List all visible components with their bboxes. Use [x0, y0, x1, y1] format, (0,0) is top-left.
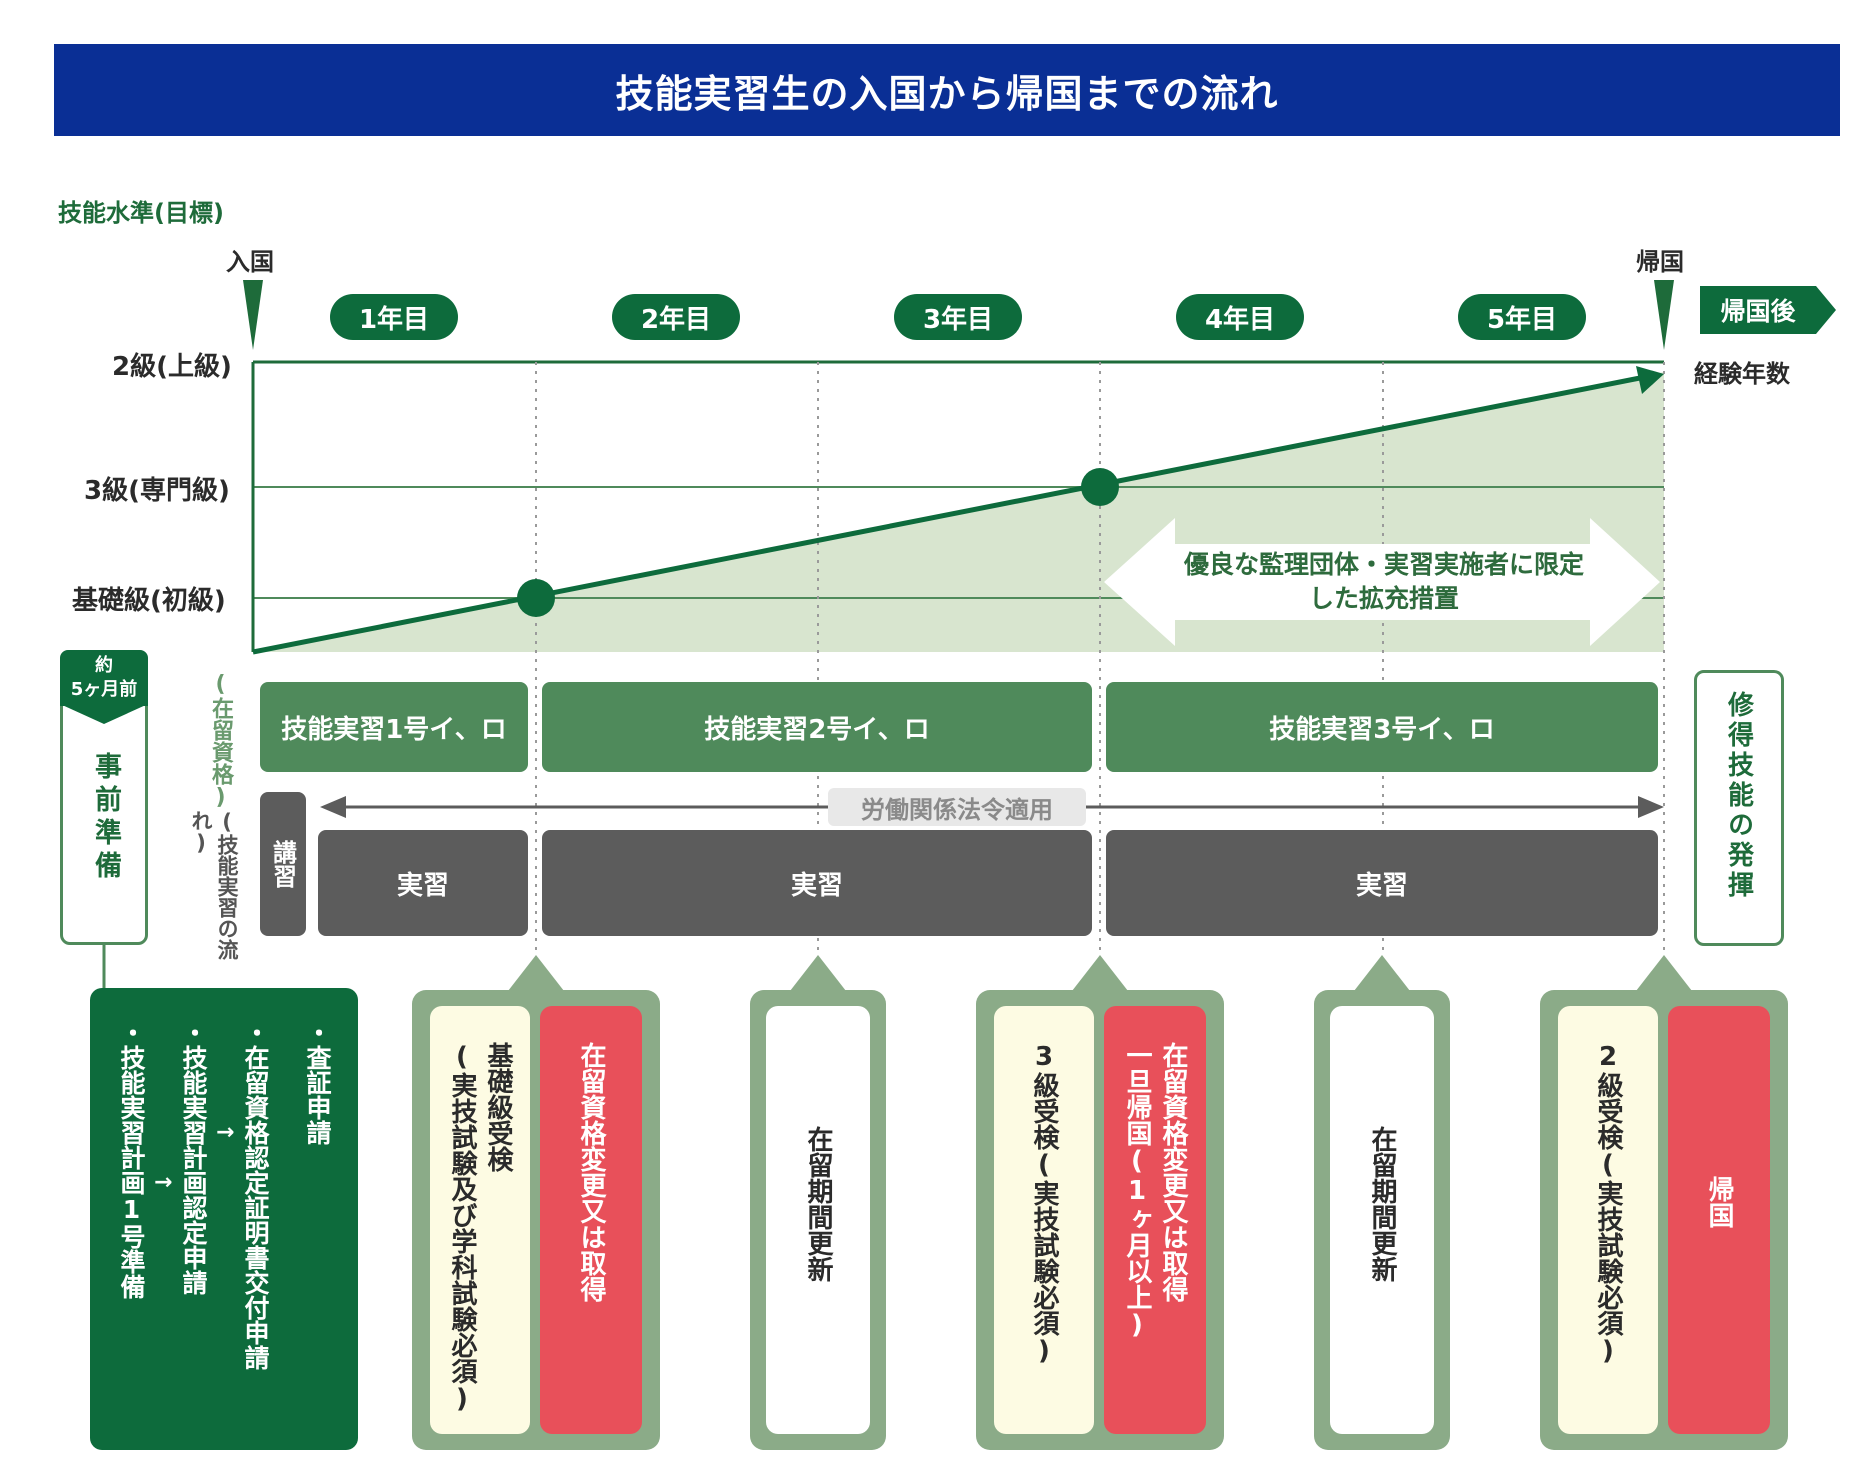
flow-side-label: (技能実習の流れ): [189, 810, 239, 960]
year-pill-3: 3年目: [894, 294, 1022, 340]
card-level2-exam-text: 2級受検(実技試験必須): [1593, 1042, 1623, 1366]
step-4: ・査証申請: [303, 1020, 332, 1145]
year-pill-1: 1年目: [330, 294, 458, 340]
labor-law-left-arrow-icon: [320, 796, 346, 818]
return-marker-icon: [1654, 280, 1674, 350]
card-status-change-1: 在留資格変更又は取得: [540, 1006, 642, 1434]
card-group-4-pointer-icon: [1354, 955, 1410, 991]
lecture-text: 講習: [268, 840, 297, 888]
skill-use-box: 修得技能の発揮: [1694, 670, 1784, 946]
practice-bar-2: 実習: [542, 830, 1092, 936]
card-status-change-2-text: 在留資格変更又は取得 一旦帰国(1ヶ月以上): [1122, 1042, 1188, 1340]
step-arrow-1-icon: →: [154, 1170, 173, 1195]
after-return-arrow-icon: [1700, 286, 1836, 334]
card-renewal-2-text: 在留期間更新: [1367, 1126, 1397, 1282]
skill-level-label: 技能水準(目標): [58, 199, 224, 227]
status-bar-3: 技能実習3号イ、ロ: [1106, 682, 1658, 772]
status-side-label: (在留資格): [208, 672, 233, 810]
step-2: ・技能実習計画認定申請: [179, 1020, 208, 1295]
card-return: 帰国: [1668, 1006, 1770, 1434]
years-experience-label: 経験年数: [1694, 360, 1790, 388]
level-2-label: 2級(上級): [112, 352, 232, 382]
year-pill-4: 4年目: [1176, 294, 1304, 340]
card-renewal-1-text: 在留期間更新: [803, 1126, 833, 1282]
expansion-text: 優良な監理団体・実習実施者に限定した拡充措置: [1183, 550, 1584, 613]
prep-timing-top: 約: [95, 655, 113, 676]
prep-timing-bottom: 5ヶ月前: [70, 679, 138, 700]
card-level3-exam: 3級受検(実技試験必須): [994, 1006, 1094, 1434]
status-bar-2: 技能実習2号イ、ロ: [542, 682, 1092, 772]
level-3-point: [1081, 468, 1119, 506]
entry-label: 入国: [226, 248, 274, 276]
lecture-bar: 講習: [260, 792, 306, 936]
progress-line: [252, 375, 1641, 655]
basic-level-point: [517, 579, 555, 617]
entry-marker-icon: [243, 280, 263, 350]
card-level2-exam: 2級受検(実技試験必須): [1558, 1006, 1658, 1434]
level-3-label: 3級(専門級): [84, 476, 230, 506]
after-return-label: 帰国後: [1720, 297, 1796, 326]
prep-timing-badge: 約 5ヶ月前: [60, 650, 148, 706]
year-pill-5: 5年目: [1458, 294, 1586, 340]
card-status-change-2: 在留資格変更又は取得 一旦帰国(1ヶ月以上): [1104, 1006, 1206, 1434]
step-3: ・在留資格認定証明書交付申請: [241, 1020, 270, 1370]
card-group-3-pointer-icon: [1072, 955, 1128, 991]
card-status-change-1-text: 在留資格変更又は取得: [576, 1042, 606, 1302]
practice-bar-1: 実習: [318, 830, 528, 936]
page-title: 技能実習生の入国から帰国までの流れ: [615, 71, 1279, 116]
card-renewal-1: 在留期間更新: [766, 1006, 870, 1434]
progress-arrow-icon: [1636, 366, 1664, 394]
card-basic-exam-text: 基礎級受検 (実技試験及び学科試験必須): [447, 1042, 513, 1414]
card-group-5-pointer-icon: [1636, 955, 1692, 991]
card-return-text: 帰国: [1704, 1176, 1734, 1228]
labor-law-label: 労働関係法令適用: [828, 788, 1086, 826]
card-renewal-2: 在留期間更新: [1330, 1006, 1434, 1434]
card-level3-exam-text: 3級受検(実技試験必須): [1029, 1042, 1059, 1366]
labor-law-right-arrow-icon: [1638, 796, 1664, 818]
practice-bar-3: 実習: [1106, 830, 1658, 936]
prep-label: 事前準備: [90, 752, 121, 884]
status-bar-1: 技能実習1号イ、ロ: [260, 682, 528, 772]
card-group-2-pointer-icon: [790, 955, 846, 991]
page-title-banner: 技能実習生の入国から帰国までの流れ: [54, 44, 1840, 136]
expansion-double-arrow-icon: [1104, 518, 1660, 646]
card-basic-exam: 基礎級受検 (実技試験及び学科試験必須): [430, 1006, 530, 1434]
return-label: 帰国: [1636, 248, 1684, 276]
card-group-1-pointer-icon: [508, 955, 564, 991]
level-basic-label: 基礎級(初級): [72, 586, 226, 616]
steps-box: [90, 988, 358, 1450]
skill-use-label: 修得技能の発揮: [1723, 691, 1754, 901]
year-pill-2: 2年目: [612, 294, 740, 340]
prep-timing-arrow-icon: [60, 704, 148, 724]
step-arrow-2-icon: →: [216, 1120, 235, 1145]
step-1: ・技能実習計画1号準備: [117, 1020, 146, 1299]
